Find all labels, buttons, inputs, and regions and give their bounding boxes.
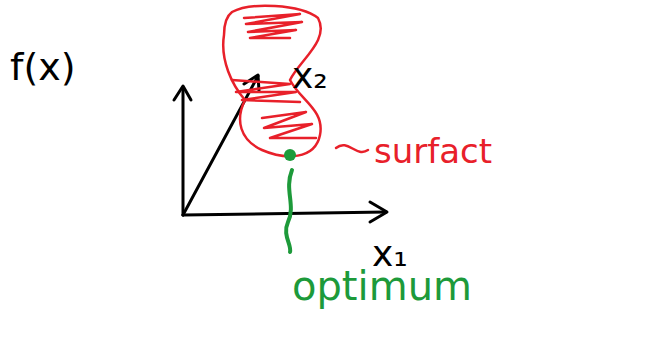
optimum-point [284, 149, 296, 161]
fx-axis [182, 88, 185, 215]
x1-arrowhead [370, 202, 387, 222]
surface-leader [336, 145, 368, 152]
surface-hatch [232, 80, 300, 102]
optimum-leader [286, 170, 292, 252]
axis-label: x₂ [292, 58, 328, 94]
surface-hatch [244, 14, 302, 38]
x1-axis [183, 212, 386, 215]
fx-arrowhead [174, 86, 191, 100]
axis-label: f(x) [10, 48, 76, 86]
surface-hatch [262, 112, 316, 138]
annotation-label: optimum [292, 266, 472, 306]
x2-axis [183, 76, 258, 215]
annotation-label: surfact [374, 134, 492, 168]
